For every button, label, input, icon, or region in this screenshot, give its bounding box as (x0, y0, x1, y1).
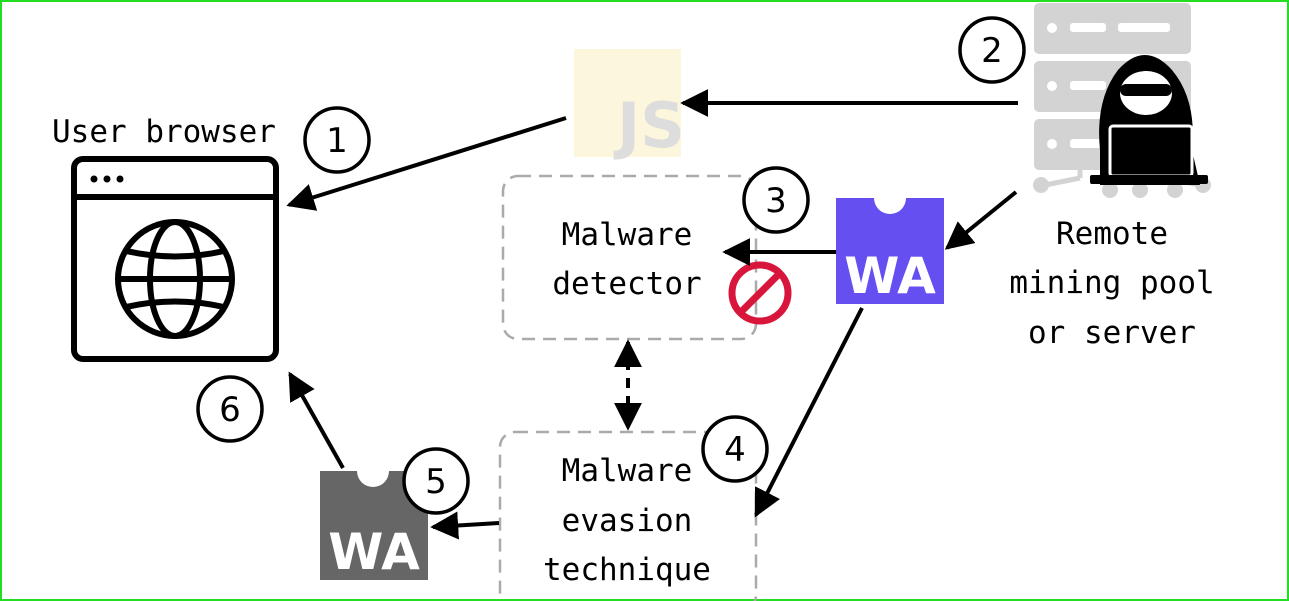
webassembly-logo-purple: WA (836, 198, 944, 305)
svg-text:4: 4 (724, 430, 746, 470)
evasion-label-line2: evasion (562, 503, 693, 539)
step-3-marker: 3 (742, 166, 810, 234)
svg-text:1: 1 (326, 121, 348, 161)
detector-label-line1: Malware (562, 217, 693, 253)
step-2-marker: 2 (958, 16, 1026, 84)
step-5-marker: 5 (402, 447, 470, 515)
arrow-evasion-to-gray-wa (430, 511, 500, 540)
svg-text:JS: JS (613, 89, 685, 162)
evasion-label-line1: Malware (562, 453, 693, 489)
svg-text:5: 5 (425, 462, 447, 502)
javascript-logo: JS (574, 49, 685, 162)
arrows (286, 89, 1018, 540)
step-6-marker: 6 (196, 375, 264, 443)
evasion-label-line3: technique (543, 552, 711, 588)
svg-text:6: 6 (219, 390, 241, 430)
step-4-marker: 4 (701, 415, 769, 483)
svg-text:WA: WA (844, 247, 936, 305)
malware-evasion-box (498, 430, 758, 601)
detector-label-line2: detector (552, 266, 701, 302)
prohibited-icon (728, 261, 792, 325)
arrow-wa-to-evasion (754, 307, 864, 518)
arrow-js-to-browser (286, 116, 567, 211)
browser-window-icon (71, 156, 279, 362)
remote-label-line3: or server (1028, 315, 1196, 351)
svg-text:3: 3 (765, 181, 787, 221)
hacker-icon (1090, 55, 1208, 185)
arrow-gray-wa-to-browser (288, 371, 345, 469)
malware-detector-box (501, 174, 758, 341)
user-browser-label: User browser (52, 114, 276, 150)
remote-label-line1: Remote (1056, 216, 1168, 252)
webassembly-logo-gray: WA (320, 471, 428, 581)
remote-label-line2: mining pool (1009, 265, 1214, 301)
arrow-server-to-wa (944, 190, 1018, 250)
svg-text:WA: WA (328, 523, 420, 581)
globe-icon (115, 219, 235, 339)
svg-text:2: 2 (981, 31, 1003, 71)
step-1-marker: 1 (303, 106, 371, 174)
